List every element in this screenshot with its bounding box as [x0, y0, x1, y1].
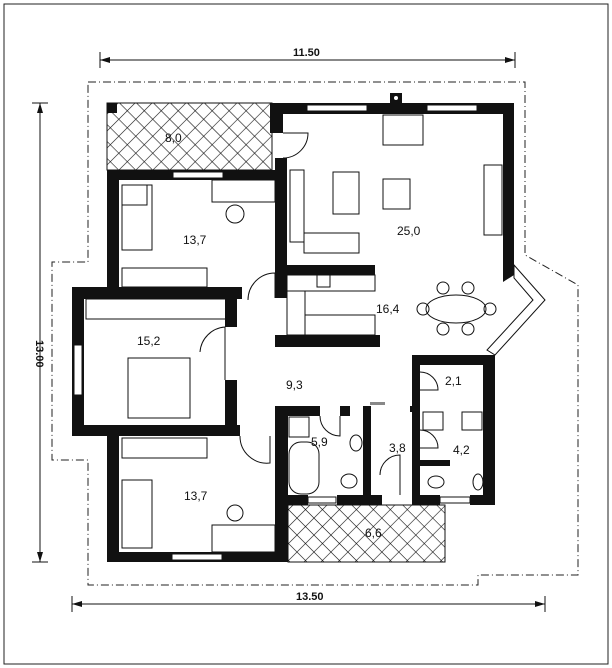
dimension-left-label: 13.00	[33, 340, 45, 368]
room-master-bedroom-area: 15,2	[137, 334, 161, 348]
room-terrace-top-area: 8,0	[165, 131, 182, 145]
room-bedroom-top-area: 13,7	[183, 233, 207, 247]
room-terrace-bottom-area: 6,6	[365, 526, 382, 540]
dimension-left: 13.00	[32, 102, 48, 563]
doors	[199, 132, 439, 495]
room-storage-area: 2,1	[445, 374, 462, 388]
room-corridor-area: 3,8	[389, 441, 406, 455]
room-wc-area: 4,2	[453, 443, 470, 457]
dimension-top-label: 11.50	[293, 47, 320, 59]
room-bathroom-area: 5,9	[311, 435, 328, 449]
room-living-area: 25,0	[397, 224, 421, 238]
dimension-top: 11.50	[99, 47, 516, 68]
dimension-bottom-label: 13.50	[296, 591, 324, 603]
dimension-bottom: 13.50	[71, 591, 546, 612]
frame	[3, 3, 609, 665]
roof-outline	[51, 81, 579, 586]
terrace-bottom	[287, 504, 446, 563]
room-bedroom-bottom-area: 13,7	[184, 489, 208, 503]
furniture	[85, 114, 503, 553]
windows	[73, 104, 546, 561]
room-kitchen-area: 16,4	[376, 302, 400, 316]
terrace-top	[106, 102, 273, 171]
room-labels: 8,0 13,7 25,0 16,4 15,2 9,3 2,1 5,9 3,8 …	[137, 131, 470, 540]
room-hall-area: 9,3	[286, 378, 303, 392]
